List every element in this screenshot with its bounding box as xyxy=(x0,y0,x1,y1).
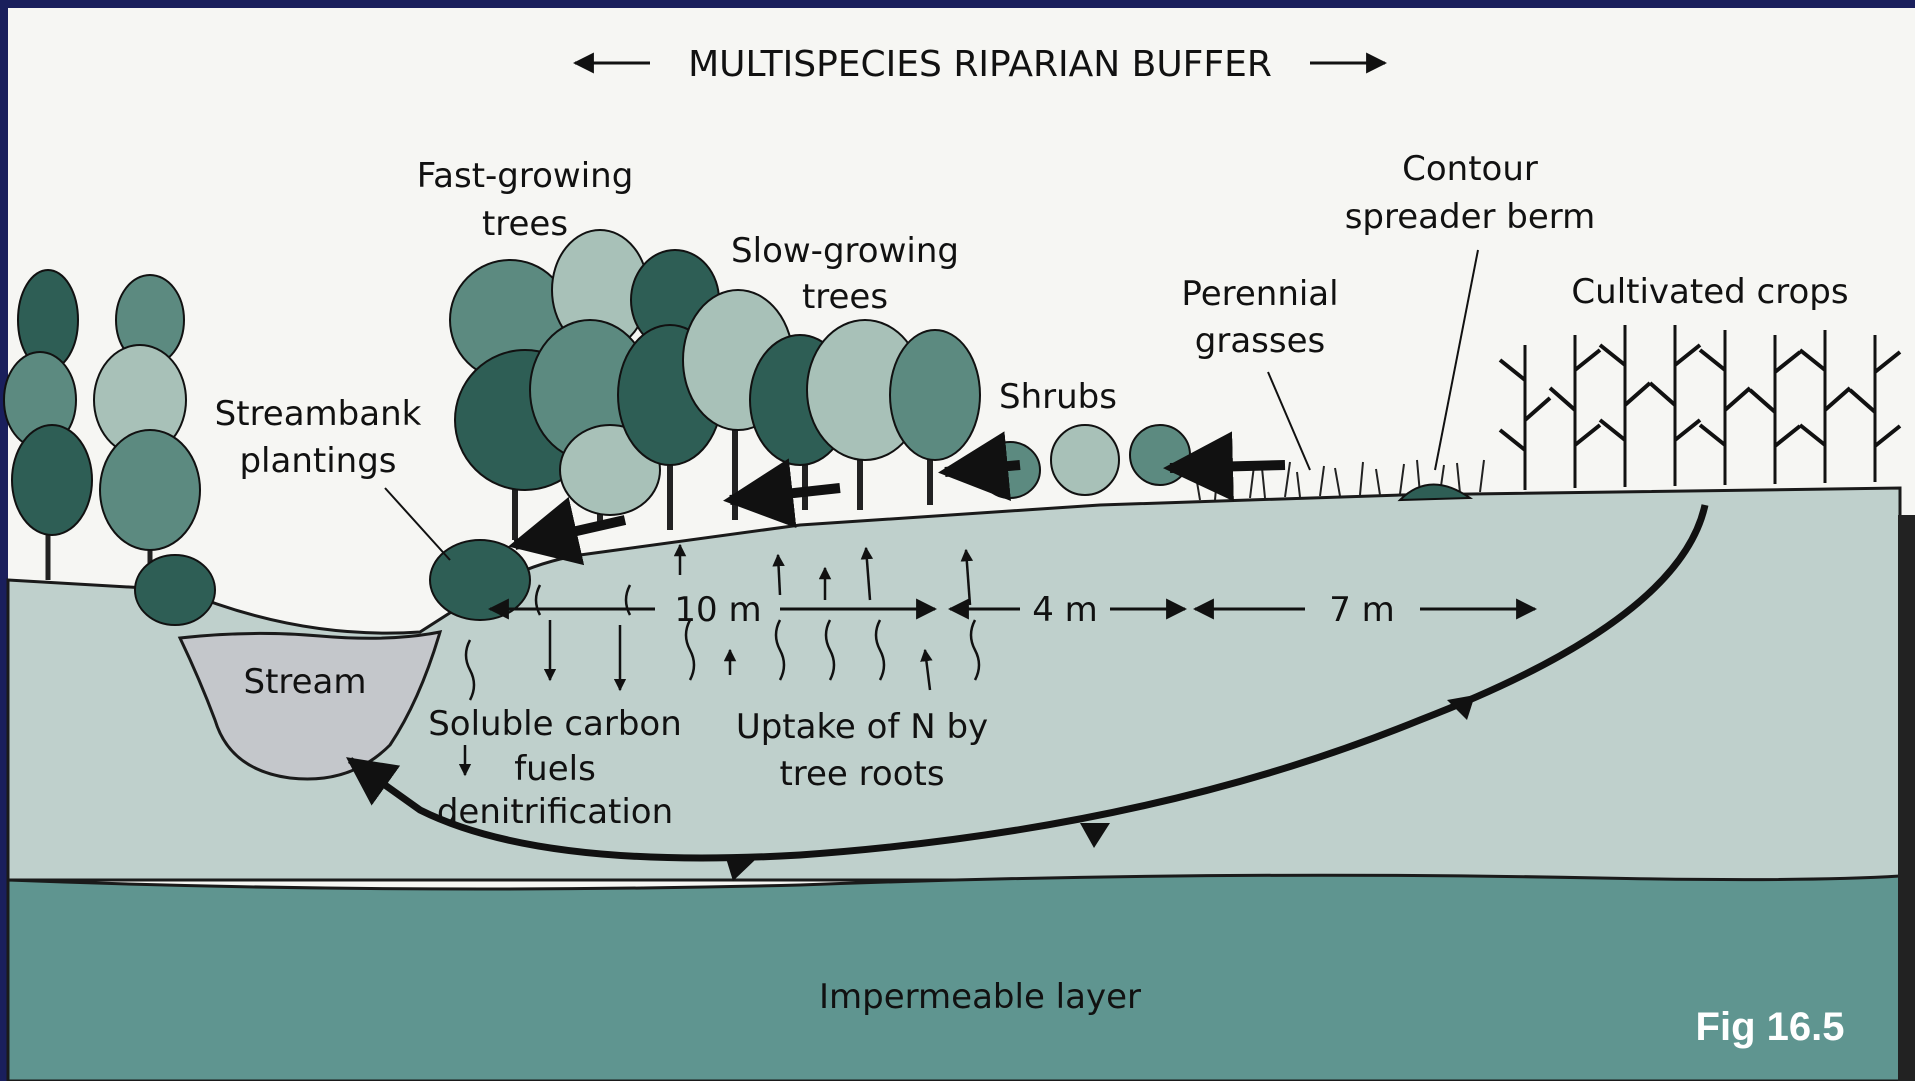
fast-growing-label-1: Fast-growing xyxy=(417,156,634,196)
impermeable-layer-label: Impermeable layer xyxy=(819,977,1141,1017)
diagram-title: MULTISPECIES RIPARIAN BUFFER xyxy=(688,44,1272,85)
uptake-n-label-2: tree roots xyxy=(779,754,944,794)
soluble-carbon-label-1: Soluble carbon xyxy=(428,704,682,744)
cultivated-crops-label: Cultivated crops xyxy=(1571,272,1848,312)
slow-growing-label-1: Slow-growing xyxy=(731,231,959,271)
soluble-carbon-label-2: fuels xyxy=(514,749,596,789)
contour-berm-label-2: spreader berm xyxy=(1345,197,1596,237)
stream-label: Stream xyxy=(243,662,366,702)
contour-berm-label-1: Contour xyxy=(1402,149,1538,189)
streambank-label-1: Streambank xyxy=(215,394,422,434)
uptake-n-label-1: Uptake of N by xyxy=(736,707,988,747)
slow-growing-label-2: trees xyxy=(802,277,888,317)
right-edge-strip xyxy=(1898,515,1915,1081)
streambank-label-2: plantings xyxy=(239,441,396,481)
perennial-grasses-label-1: Perennial xyxy=(1181,274,1338,314)
distance-10m: 10 m xyxy=(674,590,761,630)
perennial-grasses-label-2: grasses xyxy=(1195,321,1325,361)
soluble-carbon-label-3: denitrification xyxy=(437,792,673,832)
distance-4m: 4 m xyxy=(1032,590,1098,630)
figure-label: Fig 16.5 xyxy=(1696,1005,1845,1049)
shrubs-label: Shrubs xyxy=(999,377,1117,417)
fast-growing-label-2: trees xyxy=(482,204,568,244)
distance-7m: 7 m xyxy=(1329,590,1395,630)
